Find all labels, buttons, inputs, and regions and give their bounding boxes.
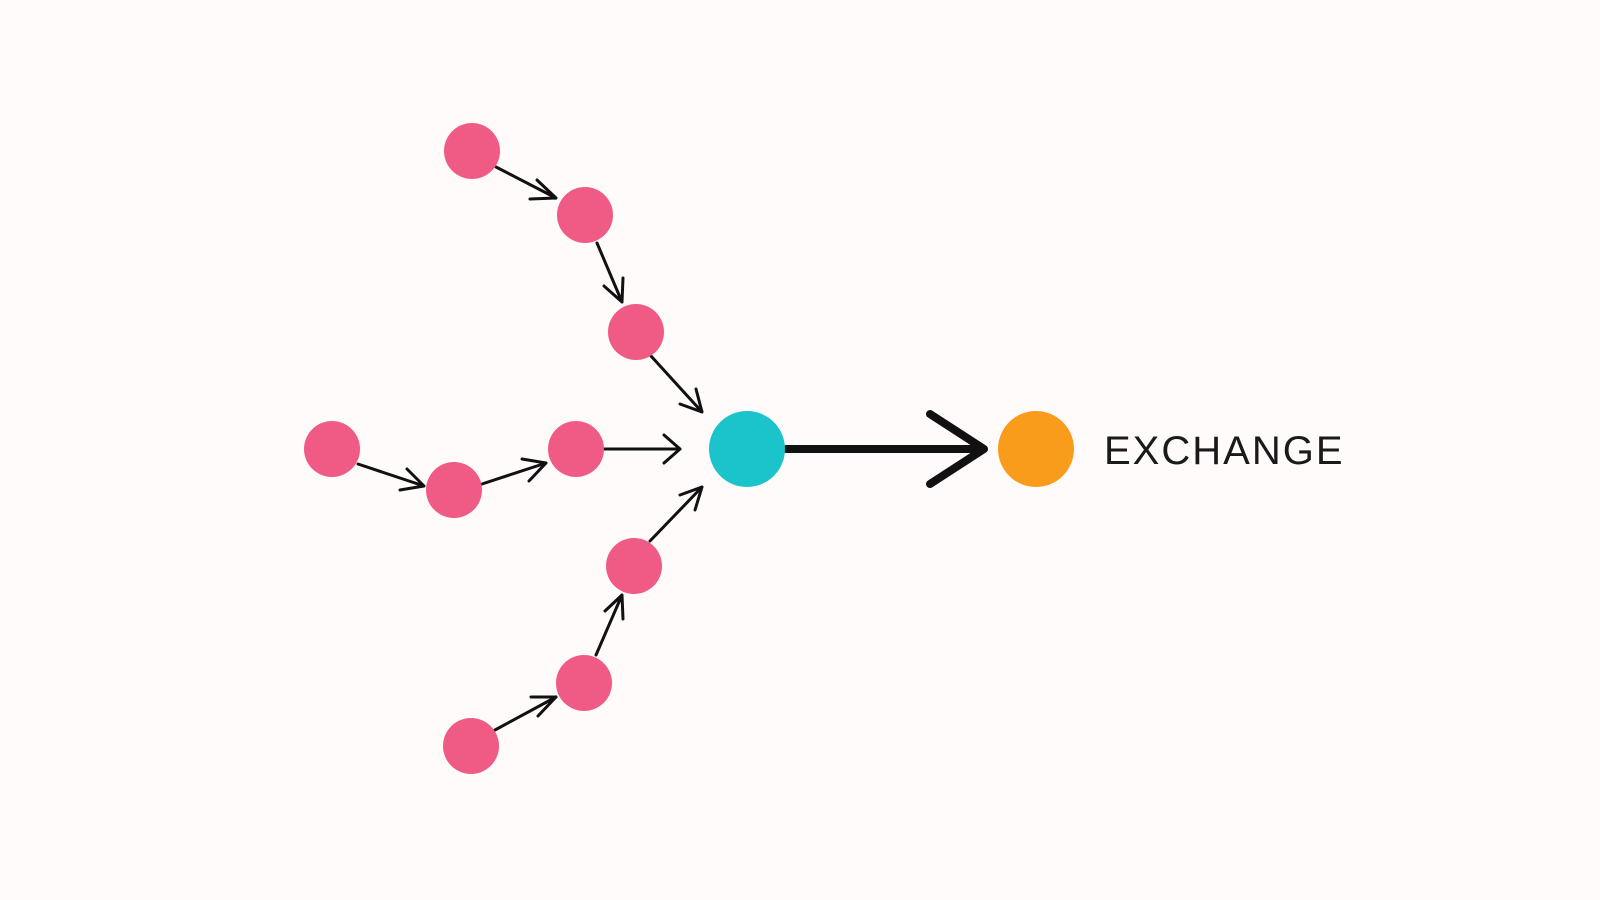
source-node: [443, 718, 499, 774]
arrow-top-1: [494, 165, 558, 201]
arrow-middle-1: [356, 462, 426, 492]
source-node: [608, 304, 664, 360]
source-node: [444, 123, 500, 179]
hub-node: [709, 411, 785, 487]
arrow-middle-2: [480, 457, 548, 486]
source-node: [426, 462, 482, 518]
connector-arrows: [356, 165, 988, 732]
main-arrow: [782, 410, 988, 488]
source-node: [548, 421, 604, 477]
source-node: [606, 538, 662, 594]
arrow-bottom-1: [493, 695, 558, 732]
source-nodes: [304, 123, 664, 774]
arrow-top-3: [649, 354, 704, 414]
source-node: [556, 655, 612, 711]
exchange-node: [998, 411, 1074, 487]
arrow-top-2: [595, 241, 625, 304]
arrow-bottom-2: [594, 593, 625, 657]
exchange-label: EXCHANGE: [1104, 429, 1345, 473]
source-node: [557, 187, 613, 243]
arrow-bottom-3: [648, 485, 704, 543]
arrow-middle-3: [602, 433, 682, 465]
source-node: [304, 421, 360, 477]
